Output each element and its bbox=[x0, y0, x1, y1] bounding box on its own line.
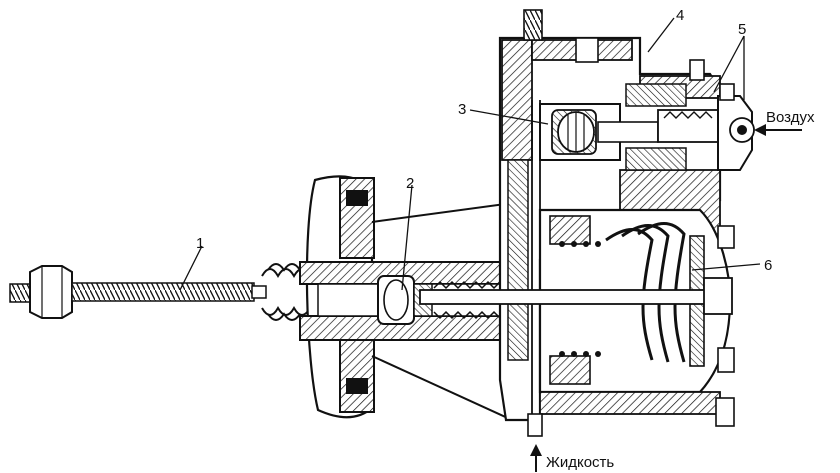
callout-5: 5 bbox=[738, 21, 746, 38]
callout-6: 6 bbox=[764, 257, 772, 274]
air-inlet-arrow bbox=[754, 124, 802, 136]
lower-housing bbox=[527, 225, 735, 437]
leader-lines bbox=[179, 17, 761, 291]
fluid-port-label: Жидкость bbox=[546, 454, 614, 471]
bleed-screw bbox=[523, 9, 599, 63]
callout-4: 4 bbox=[676, 7, 684, 24]
control-piston bbox=[539, 103, 659, 161]
push-rod bbox=[9, 265, 267, 319]
air-port-label: Воздух bbox=[766, 109, 815, 126]
callout-1: 1 bbox=[196, 235, 204, 252]
lock-nut bbox=[29, 265, 73, 319]
power-chamber bbox=[419, 208, 733, 394]
air-valve bbox=[625, 59, 755, 171]
power-rod bbox=[419, 289, 711, 305]
callout-2: 2 bbox=[406, 175, 414, 192]
callout-3: 3 bbox=[458, 101, 466, 118]
fluid-inlet-port bbox=[527, 413, 543, 437]
fluid-inlet-arrow bbox=[530, 444, 542, 472]
power-spring bbox=[605, 222, 686, 363]
